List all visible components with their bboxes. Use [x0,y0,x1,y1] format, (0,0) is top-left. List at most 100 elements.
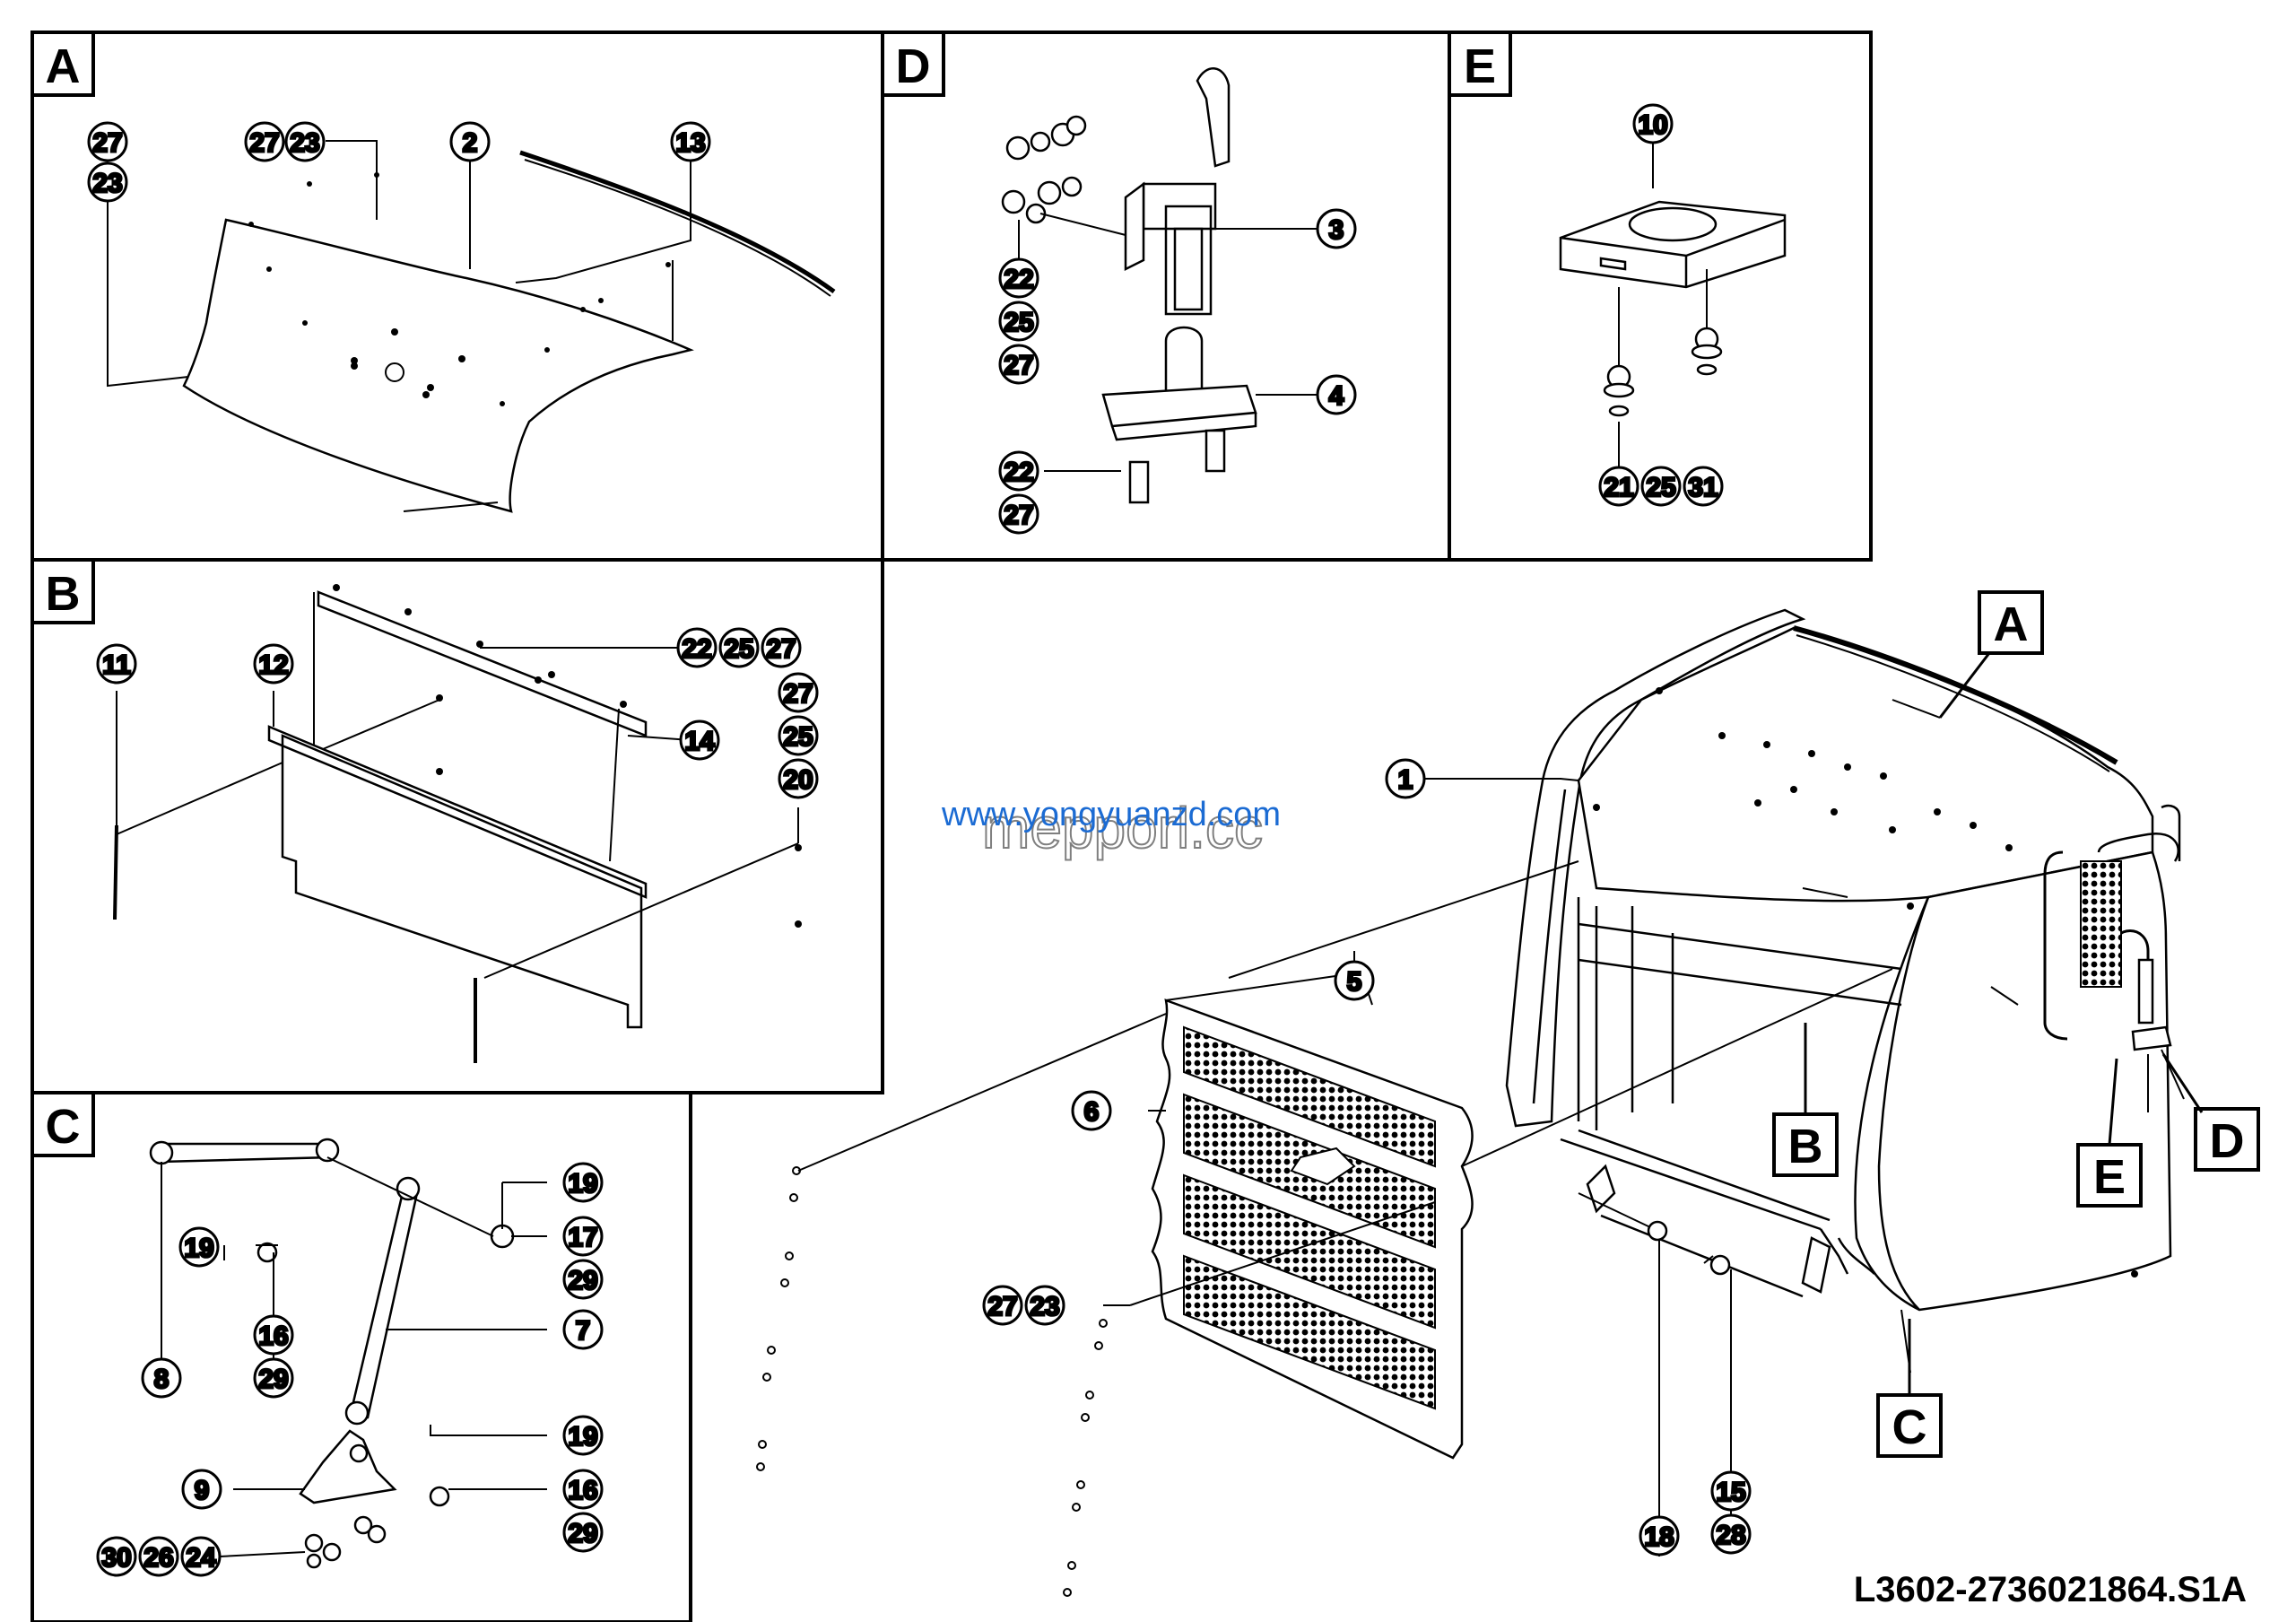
balloon-c-29b: 29 [253,1357,294,1399]
svg-text:20: 20 [783,765,813,795]
balloon-b-25b: 25 [778,715,819,756]
svg-text:23: 23 [290,128,319,158]
balloon-e-31: 31 [1683,466,1724,507]
balloon-c-26: 26 [138,1536,179,1577]
svg-text:E: E [2093,1150,2126,1204]
svg-text:27: 27 [1004,351,1033,380]
svg-text:19: 19 [568,1422,597,1452]
balloon-a-2: 2 [449,121,491,162]
svg-text:29: 29 [258,1365,288,1394]
balloon-m-27: 27 [982,1285,1023,1326]
balloon-c-19c: 19 [562,1415,604,1456]
panel-label-b: B [30,558,95,624]
svg-text:21: 21 [1604,473,1633,502]
svg-text:14: 14 [684,727,715,756]
callout-c: C [1876,1319,1943,1458]
balloon-d-22b: 22 [998,450,1039,492]
svg-text:1: 1 [1398,765,1413,795]
svg-text:C: C [46,1100,81,1154]
svg-text:C: C [1892,1400,1927,1454]
callout-a: A [1938,590,2044,719]
svg-text:4: 4 [1329,381,1344,411]
svg-text:31: 31 [1688,473,1718,502]
balloon-a-13: 13 [670,121,711,162]
svg-text:D: D [2210,1114,2245,1168]
panel-d-drawing [1001,67,1318,504]
svg-text:25: 25 [1004,308,1033,337]
panel-frames [30,31,1873,1622]
balloon-d-27b: 27 [998,493,1039,535]
balloon-c-29c: 29 [562,1512,604,1553]
svg-text:25: 25 [783,722,813,752]
balloon-m-5: 5 [1334,960,1375,1001]
balloon-m-15: 15 [1710,1470,1752,1512]
balloon-m-6: 6 [1071,1090,1112,1131]
balloon-a-23b: 23 [284,121,326,162]
panel-e-drawing [1559,115,1787,467]
svg-text:www.yongyuanzd.com: www.yongyuanzd.com [941,796,1281,833]
svg-text:27: 27 [766,634,796,664]
svg-text:27: 27 [783,679,813,709]
balloon-b-25: 25 [718,627,760,668]
main-assembly-drawing [1362,608,2185,1557]
svg-text:30: 30 [101,1543,131,1573]
panel-label-d: D [881,31,945,97]
svg-text:27: 27 [1004,501,1033,530]
balloon-c-24: 24 [180,1536,222,1577]
svg-text:7: 7 [576,1316,591,1346]
panel-a-drawing [107,140,836,513]
balloon-c-29: 29 [562,1259,604,1300]
svg-text:8: 8 [154,1365,170,1394]
svg-text:27: 27 [987,1292,1017,1321]
svg-text:16: 16 [258,1321,288,1351]
svg-text:17: 17 [568,1223,597,1252]
balloon-m-23: 23 [1024,1285,1065,1326]
svg-text:22: 22 [1004,265,1033,294]
balloon-m-28: 28 [1710,1513,1752,1555]
balloon-c-19b: 19 [178,1226,220,1268]
balloon-m-18: 18 [1639,1515,1680,1557]
svg-text:mepporl.cc: mepporl.cc [982,796,1263,860]
balloon-b-27b: 27 [778,672,819,713]
balloon-b-27: 27 [761,627,802,668]
svg-text:B: B [1788,1120,1823,1173]
balloon-b-20: 20 [778,758,819,799]
balloon-b-11: 11 [96,643,137,685]
svg-text:25: 25 [724,634,753,664]
panel-label-e: E [1448,31,1512,97]
balloon-d-4: 4 [1316,374,1357,415]
watermark: mepporl.cc www.yongyuanzd.com [941,795,1281,861]
svg-text:9: 9 [195,1476,210,1505]
svg-text:19: 19 [568,1169,597,1199]
svg-text:29: 29 [568,1519,597,1548]
svg-text:22: 22 [1004,458,1033,487]
svg-text:A: A [1994,597,2029,651]
svg-text:18: 18 [1644,1522,1674,1552]
callout-b: B [1772,1023,1839,1177]
balloon-b-14: 14 [679,719,720,761]
callout-e: E [2076,1058,2143,1208]
svg-text:23: 23 [1030,1292,1059,1321]
panel-c-drawing [149,1138,547,1569]
balloon-c-16b: 16 [562,1469,604,1510]
svg-text:25: 25 [1646,473,1675,502]
balloon-c-7: 7 [562,1309,604,1350]
balloon-c-16: 16 [253,1314,294,1356]
svg-text:19: 19 [184,1234,213,1263]
svg-text:11: 11 [102,650,131,680]
svg-text:29: 29 [568,1266,597,1295]
balloon-e-10: 10 [1632,103,1674,144]
svg-text:22: 22 [682,634,711,664]
balloon-d-22: 22 [998,257,1039,299]
svg-text:27: 27 [249,128,279,158]
balloon-e-21: 21 [1598,466,1639,507]
balloon-c-9: 9 [181,1469,222,1510]
svg-text:D: D [896,39,931,93]
balloon-a-27b: 27 [244,121,285,162]
svg-text:6: 6 [1084,1097,1100,1127]
svg-text:24: 24 [186,1543,216,1573]
svg-text:A: A [46,39,81,93]
callout-d: D [2161,1053,2260,1172]
grille-panel [756,860,1893,1597]
svg-text:27: 27 [92,128,122,158]
